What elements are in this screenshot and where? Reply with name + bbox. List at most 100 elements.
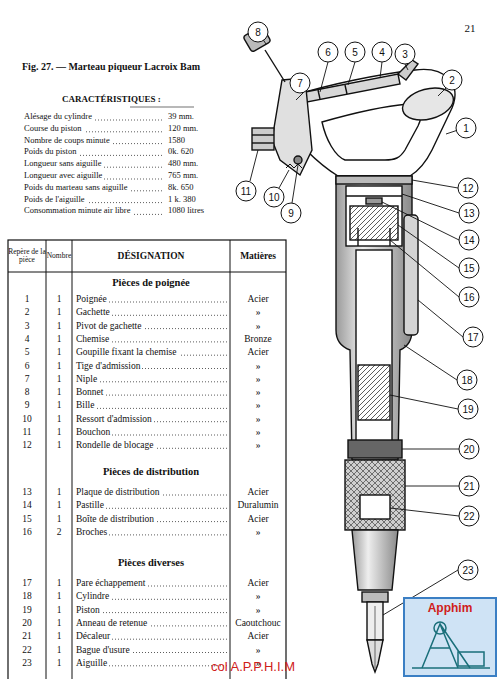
callout-circle (458, 560, 478, 580)
callout-circle (459, 476, 479, 496)
callout-number: 6 (325, 47, 331, 58)
callout-circle (248, 22, 268, 42)
callout-number: 10 (268, 192, 279, 203)
part-number: 23 (22, 658, 32, 668)
part-material: Duralumin (237, 500, 278, 510)
table-header: Nombre (46, 252, 72, 260)
callout-number: 14 (463, 235, 474, 246)
part-name: Bonnet (76, 387, 105, 397)
spec-name: Course du piston (24, 124, 84, 133)
callout-circle (459, 203, 479, 223)
part-number: 4 (25, 334, 30, 344)
callout-circle (458, 399, 478, 419)
part-quantity: 1 (57, 347, 62, 357)
callout-number: 15 (463, 263, 474, 274)
part-material: Caoutchouc (235, 618, 280, 628)
part-name: Rondelle de blocage (76, 440, 156, 450)
callout-circle (236, 181, 256, 201)
part-name: Pivot de gachette (76, 320, 143, 330)
part-name: Chemise (76, 334, 111, 344)
part-name: Pare échappement (76, 578, 147, 588)
callout-number: 21 (463, 481, 474, 492)
part-number: 15 (22, 513, 32, 523)
part-quantity: 1 (57, 400, 62, 410)
part-quantity: 2 (57, 527, 62, 537)
part-number: 7 (25, 374, 30, 384)
spec-name: Alésage du cylindre (24, 112, 94, 121)
part-number: 6 (25, 360, 30, 370)
part-number: 9 (25, 400, 30, 410)
part-quantity: 1 (57, 320, 62, 330)
part-name: Pastille (76, 500, 106, 510)
part-quantity: 1 (57, 440, 62, 450)
spec-value: 1580 (168, 136, 185, 145)
part-material: » (256, 427, 261, 437)
callout-number: 11 (241, 186, 251, 197)
part-material: » (256, 307, 261, 317)
part-name: Piston (76, 604, 102, 614)
part-number: 21 (22, 631, 32, 641)
callout-circle (459, 506, 479, 526)
part-material: » (256, 527, 261, 537)
part-name: Cylindre (76, 591, 111, 601)
dot-leader (76, 408, 227, 409)
page-number: 21 (465, 22, 476, 34)
part-material: » (256, 374, 261, 384)
part-material: Acier (247, 578, 268, 588)
part-name: Niple (76, 374, 99, 384)
callout-number: 13 (463, 208, 474, 219)
callout-number: 8 (255, 27, 261, 38)
callout-number: 18 (461, 375, 472, 386)
part-material: Bronze (244, 334, 271, 344)
part-name: Poignée (76, 294, 109, 304)
part-number: 17 (22, 578, 32, 588)
table-header: DÉSIGNATION (118, 251, 185, 261)
part-number: 19 (22, 604, 32, 614)
spec-value: 765 mm. (168, 171, 198, 180)
part-name: Bouchon (76, 427, 112, 437)
part-number: 1 (25, 294, 30, 304)
callout-circle (463, 327, 483, 347)
table-section: Pièces diverses (118, 557, 184, 569)
spec-name: Poids du piston (24, 148, 78, 157)
callout-number: 5 (352, 47, 358, 58)
callout-number: 9 (288, 208, 294, 219)
table-header: Matières (240, 251, 276, 261)
spec-value: 120 mm. (168, 124, 198, 133)
part-material: » (256, 604, 261, 614)
part-material: Acier (247, 631, 268, 641)
logo-text: Apphim (404, 601, 496, 615)
part-quantity: 1 (57, 427, 62, 437)
part-number: 16 (22, 527, 32, 537)
part-number: 5 (25, 347, 30, 357)
part-name: Boîte de distribution (76, 513, 156, 523)
part-quantity: 1 (57, 591, 62, 601)
part-quantity: 1 (57, 578, 62, 588)
callout-circle (345, 42, 365, 62)
section-heading: CARACTÉRISTIQUES : (62, 95, 161, 105)
spec-name: Poids du marteau sans aiguille (24, 183, 129, 192)
table-section: Pièces de distribution (103, 466, 199, 478)
part-material: » (256, 413, 261, 423)
spec-value: 39 mm. (168, 112, 194, 121)
part-name: Gachette (76, 307, 112, 317)
part-material: » (256, 591, 261, 601)
spec-name: Poids de l'aiguille (24, 195, 87, 204)
part-material: » (256, 360, 261, 370)
part-quantity: 1 (57, 618, 62, 628)
part-material: » (256, 387, 261, 397)
spec-value: 1 k. 380 (168, 195, 196, 204)
callout-circle (395, 44, 415, 64)
part-name: Anneau de retenue (76, 618, 149, 628)
callout-number: 2 (449, 75, 455, 86)
spec-value: 480 mm. (168, 160, 198, 169)
part-material: » (256, 320, 261, 330)
part-quantity: 1 (57, 513, 62, 523)
callout-circle (459, 258, 479, 278)
part-material: Acier (247, 487, 268, 497)
callout-number: 22 (463, 511, 474, 522)
part-number: 12 (22, 440, 32, 450)
callout-number: 4 (379, 47, 385, 58)
part-number: 10 (22, 413, 32, 423)
part-name: Tige d'admission (76, 360, 142, 370)
